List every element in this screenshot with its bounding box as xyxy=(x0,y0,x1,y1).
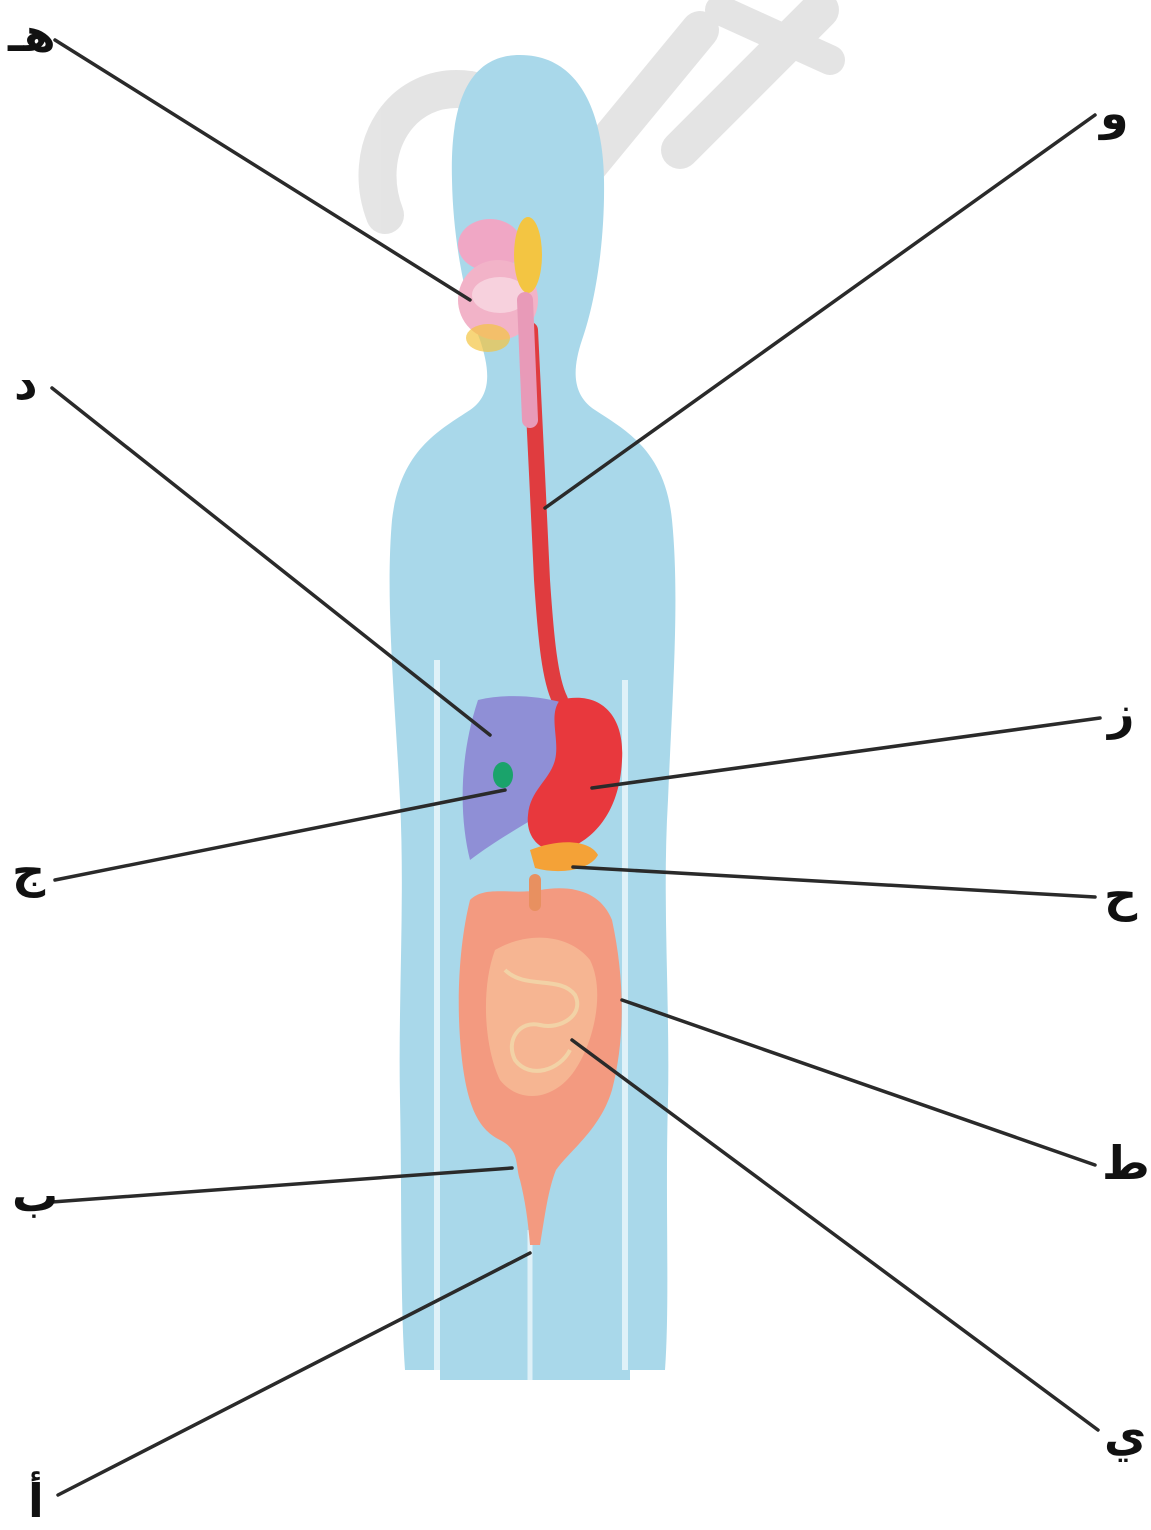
leader-line-t xyxy=(622,1000,1095,1165)
watermark xyxy=(378,10,830,250)
leader-line-w xyxy=(545,115,1095,508)
label-j: ج xyxy=(12,848,45,894)
gallbladder xyxy=(493,762,513,788)
label-h: هـ xyxy=(8,12,56,58)
label-t: ط xyxy=(1102,1140,1150,1186)
label-y: ي xyxy=(1104,1412,1146,1458)
leader-line-h xyxy=(55,40,470,300)
label-d: د xyxy=(14,360,38,406)
label-a: أ xyxy=(28,1478,44,1524)
label-w: و xyxy=(1100,90,1129,136)
label-b: ب xyxy=(12,1172,58,1218)
pharynx xyxy=(525,300,530,420)
label-ha: ح xyxy=(1104,872,1137,918)
label-z: ز xyxy=(1108,690,1134,736)
